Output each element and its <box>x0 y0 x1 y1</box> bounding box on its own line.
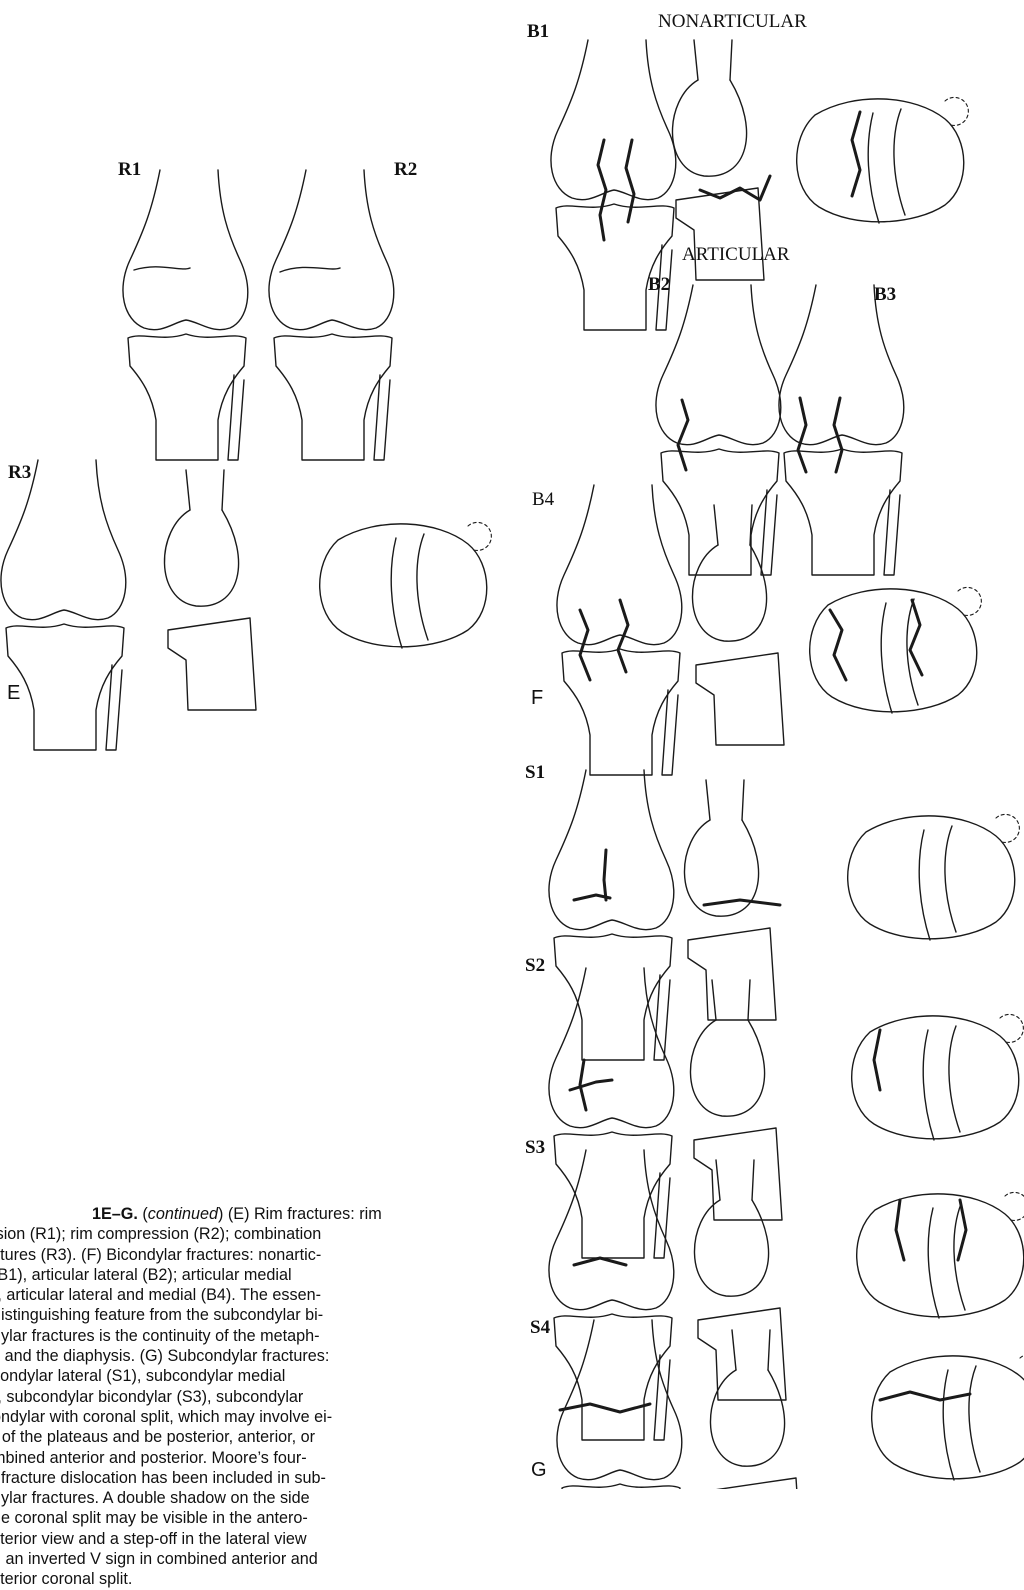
caption-line: ctures (R3). (F) Bicondylar fractures: n… <box>0 1245 494 1265</box>
caption-line: mbined anterior and posterior. Moore’s f… <box>0 1448 494 1468</box>
caption-line: distinguishing feature from the subcondy… <box>0 1305 494 1325</box>
label-b3: B3 <box>874 285 896 304</box>
label-r2: R2 <box>394 160 417 179</box>
caption-line: 1E–G. (continued) (E) Rim fractures: rim <box>0 1204 494 1224</box>
caption-line: dylar fractures is the continuity of the… <box>0 1326 494 1346</box>
caption-line: (B1), articular lateral (B2); articular … <box>0 1265 494 1285</box>
caption-text: (E) Rim fractures: rim <box>228 1205 382 1223</box>
header-nonarticular: NONARTICULAR <box>658 12 807 31</box>
label-r3: R3 <box>8 463 31 482</box>
label-b2: B2 <box>648 275 670 294</box>
label-s1: S1 <box>525 763 545 782</box>
caption-line: ondylar with coronal split, which may in… <box>0 1407 494 1427</box>
panel-letter-g: G <box>531 1460 547 1480</box>
header-articular: ARTICULAR <box>682 245 790 264</box>
label-s2: S2 <box>525 956 545 975</box>
caption-line: ), subcondylar bicondylar (S3), subcondy… <box>0 1387 494 1407</box>
caption-lead: 1E–G. <box>92 1205 138 1223</box>
caption-line: he coronal split may be visible in the a… <box>0 1508 494 1528</box>
caption-line: sterior coronal split. <box>0 1569 494 1589</box>
label-b1: B1 <box>527 22 549 41</box>
caption-line: r of the plateaus and be posterior, ante… <box>0 1427 494 1447</box>
label-s3: S3 <box>525 1138 545 1157</box>
caption-line: s and the diaphysis. (G) Subcondylar fra… <box>0 1346 494 1366</box>
caption-line: lsion (R1); rim compression (R2); combin… <box>0 1224 494 1244</box>
caption-line: condylar lateral (S1), subcondylar media… <box>0 1366 494 1386</box>
caption-line: t fracture dislocation has been included… <box>0 1468 494 1488</box>
caption-line: h an inverted V sign in combined anterio… <box>0 1549 494 1569</box>
caption-continued: continued <box>148 1205 218 1223</box>
label-b4: B4 <box>532 490 554 509</box>
caption-line: dylar fractures. A double shadow on the … <box>0 1488 494 1508</box>
figure-caption: 1E–G. (continued) (E) Rim fractures: rim… <box>0 1204 494 1590</box>
caption-line: ), articular lateral and medial (B4). Th… <box>0 1285 494 1305</box>
panel-letter-f: F <box>531 688 543 708</box>
label-r1: R1 <box>118 160 141 179</box>
caption-line: sterior view and a step-off in the later… <box>0 1529 494 1549</box>
label-s4: S4 <box>530 1318 550 1337</box>
panel-letter-e: E <box>7 683 20 703</box>
